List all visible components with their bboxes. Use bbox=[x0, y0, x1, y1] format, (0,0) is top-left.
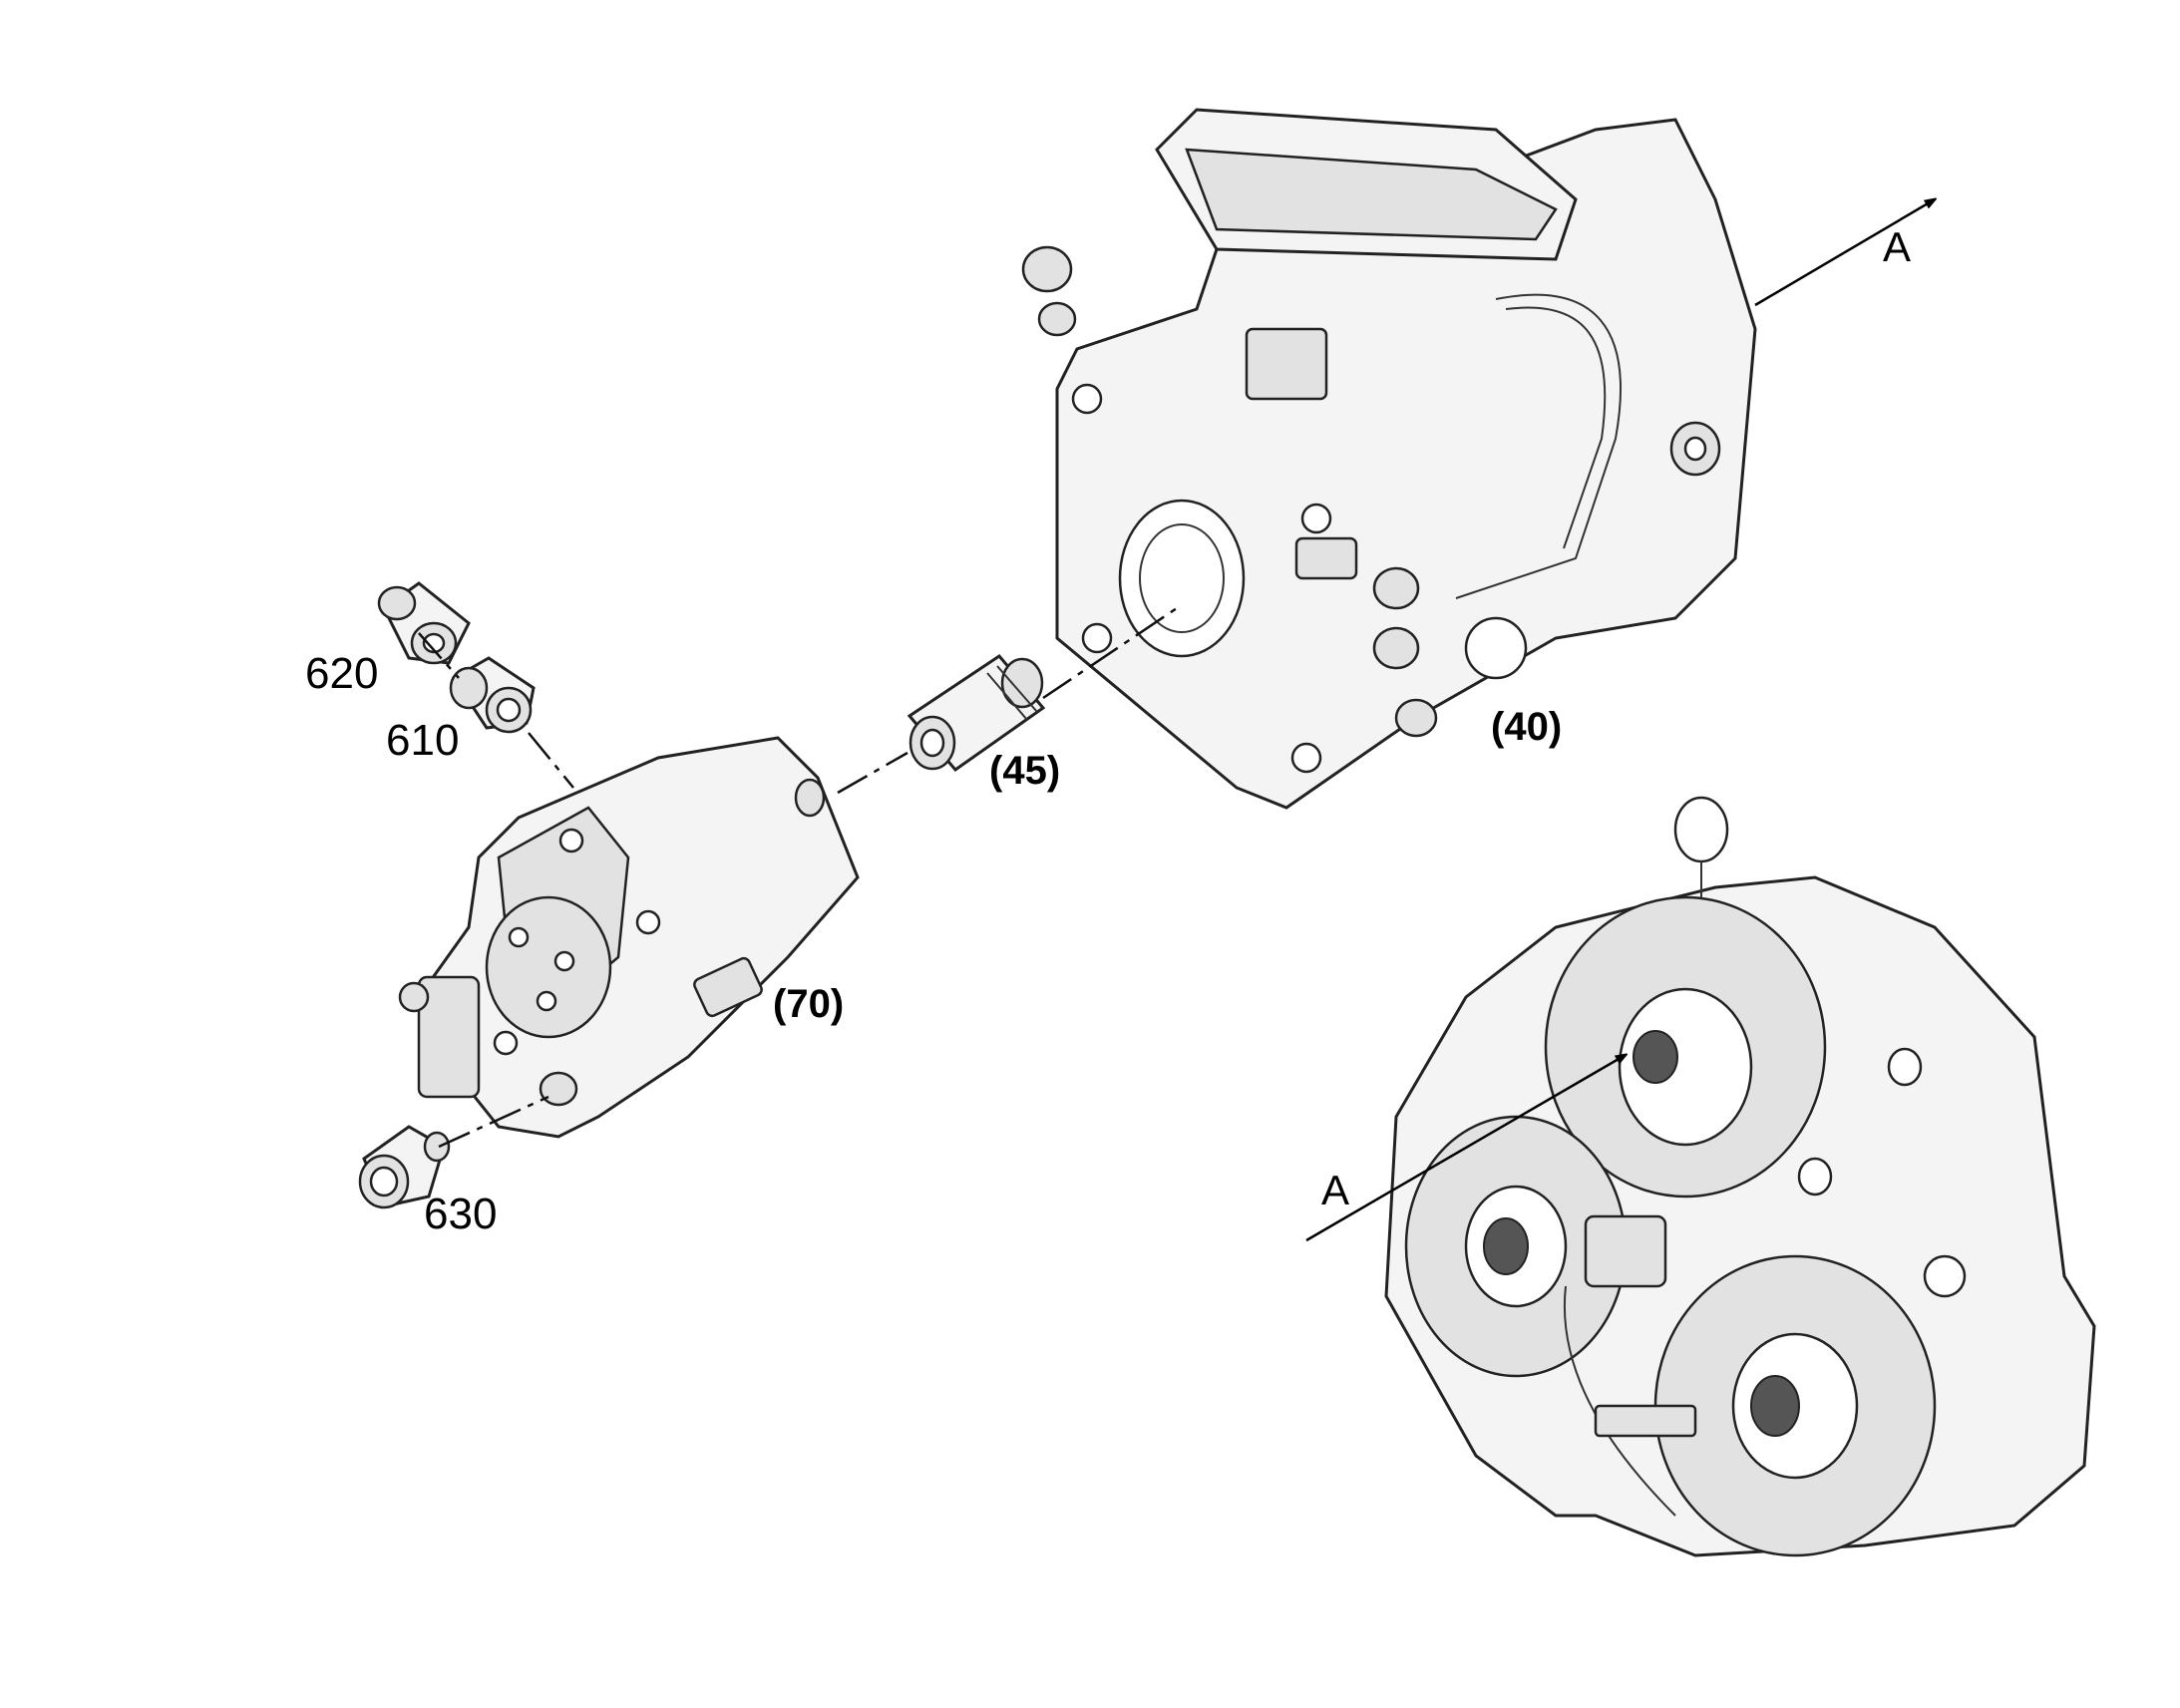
label-part-630: 630 bbox=[424, 1190, 497, 1238]
label-assembly-40: (40) bbox=[1491, 705, 1562, 749]
view-arrow-a-top bbox=[1754, 199, 1935, 307]
fitting-610 bbox=[449, 656, 536, 734]
shaft-45 bbox=[907, 654, 1046, 773]
view-arrow-a-bottom bbox=[1305, 1055, 1626, 1242]
assembly-lines bbox=[418, 606, 1178, 1149]
label-assembly-70: (70) bbox=[773, 982, 844, 1026]
label-view-a-bottom: A bbox=[1321, 1167, 1349, 1213]
pump-unit-40 bbox=[1021, 108, 1757, 810]
fitting-630 bbox=[358, 1125, 451, 1209]
label-part-620: 620 bbox=[305, 649, 378, 698]
fitting-620 bbox=[377, 581, 471, 665]
label-view-a-top: A bbox=[1883, 223, 1911, 270]
label-assembly-45: (45) bbox=[989, 749, 1060, 793]
motor-70 bbox=[398, 736, 860, 1139]
gearbox-housing bbox=[1384, 796, 2096, 1557]
label-part-610: 610 bbox=[386, 716, 459, 765]
